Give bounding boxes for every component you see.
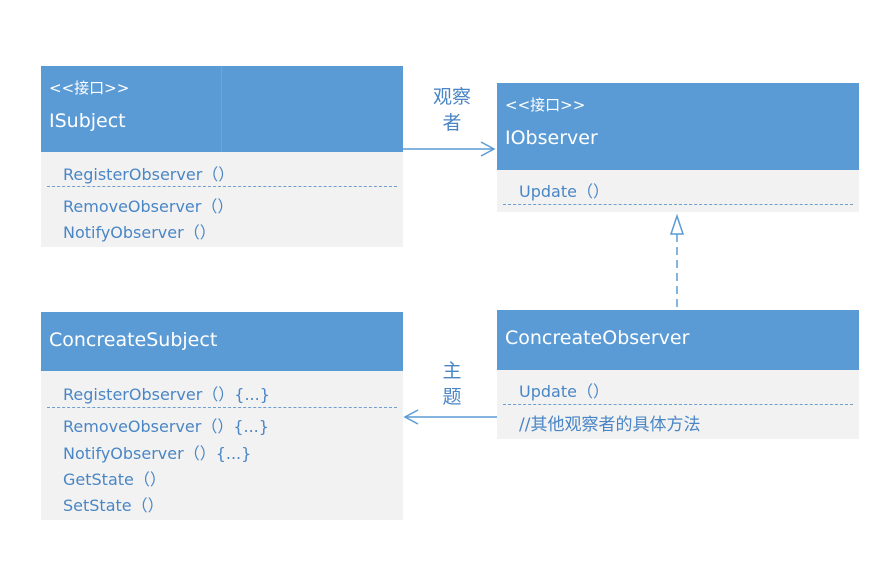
concrete-subject-class-box: ConcreateSubject RegisterObserver（）{...}… bbox=[41, 312, 403, 520]
concrete-observer-name: ConcreateObserver bbox=[505, 327, 690, 349]
concrete-subject-method-setstate: SetState（） bbox=[63, 496, 164, 515]
concrete-subject-method-getstate: GetState（） bbox=[63, 470, 166, 489]
isubject-header: <<接口>> ISubject bbox=[41, 66, 403, 152]
subject-association-arrow bbox=[403, 409, 497, 425]
subject-connector-label: 主 题 bbox=[440, 358, 464, 410]
concrete-observer-comment: //其他观察者的具体方法 bbox=[519, 415, 701, 435]
observer-label-line1: 观察 bbox=[432, 86, 471, 108]
concrete-subject-name: ConcreateSubject bbox=[49, 329, 218, 351]
isubject-method-notify: NotifyObserver（） bbox=[63, 223, 216, 242]
concrete-observer-header: ConcreateObserver bbox=[497, 310, 859, 370]
concrete-subject-method-notify: NotifyObserver（）{...} bbox=[63, 444, 252, 463]
concrete-observer-method-update: Update（） bbox=[519, 382, 609, 401]
iobserver-stereotype: <<接口>> bbox=[505, 96, 586, 114]
subject-label-line1: 主 bbox=[442, 360, 462, 382]
iobserver-class-box: <<接口>> IObserver Update（） bbox=[497, 83, 859, 212]
observer-association-arrow bbox=[403, 141, 496, 157]
isubject-stereotype: <<接口>> bbox=[49, 79, 130, 97]
concrete-subject-method-remove: RemoveObserver（）{...} bbox=[63, 417, 269, 436]
realization-arrow bbox=[669, 213, 685, 310]
concrete-subject-method-register: RegisterObserver（）{...} bbox=[63, 385, 270, 404]
iobserver-separator bbox=[503, 204, 853, 205]
observer-label-line2: 者 bbox=[442, 112, 462, 134]
concrete-observer-class-box: ConcreateObserver Update（） //其他观察者的具体方法 bbox=[497, 310, 859, 439]
isubject-separator bbox=[47, 186, 397, 187]
iobserver-name: IObserver bbox=[505, 127, 598, 149]
header-divider bbox=[221, 66, 222, 152]
isubject-method-register: RegisterObserver（） bbox=[63, 165, 235, 184]
iobserver-method-update: Update（） bbox=[519, 182, 609, 201]
isubject-class-box: <<接口>> ISubject RegisterObserver（） Remov… bbox=[41, 66, 403, 247]
iobserver-header: <<接口>> IObserver bbox=[497, 83, 859, 170]
observer-connector-label: 观察 者 bbox=[428, 84, 476, 136]
concrete-subject-separator bbox=[47, 407, 397, 408]
concrete-subject-header: ConcreateSubject bbox=[41, 312, 403, 371]
isubject-method-remove: RemoveObserver（） bbox=[63, 197, 234, 216]
concrete-observer-separator bbox=[503, 404, 853, 405]
subject-label-line2: 题 bbox=[442, 386, 462, 408]
isubject-name: ISubject bbox=[49, 110, 126, 132]
